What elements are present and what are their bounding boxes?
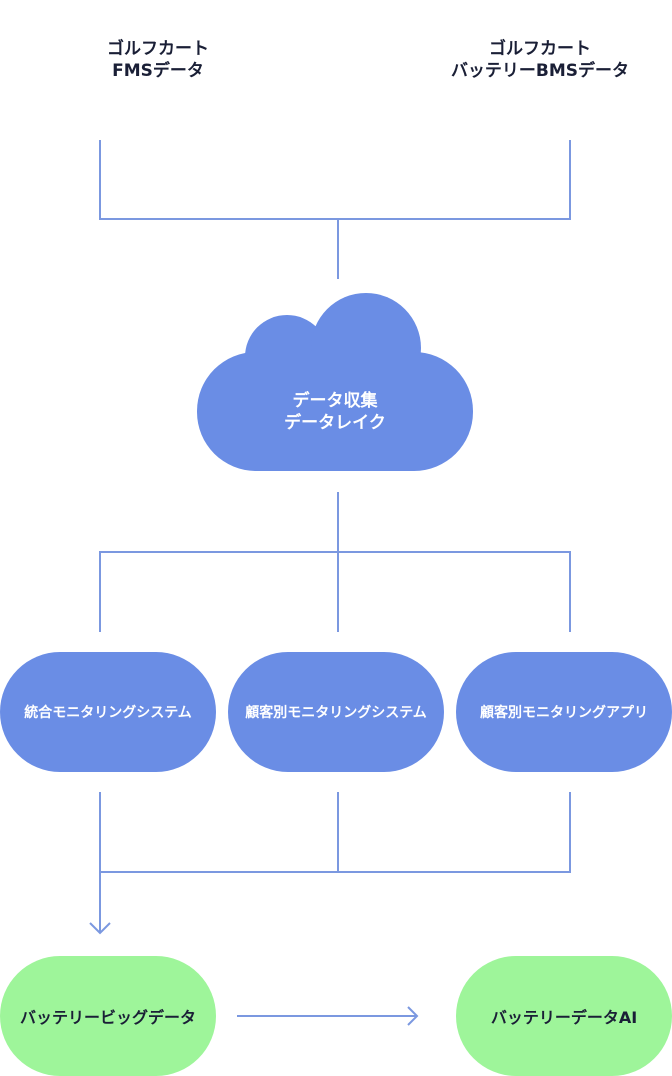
source-fms-line2: FMSデータ [112,61,204,81]
source-bms: ゴルフカート バッテリーBMSデータ [395,38,672,82]
system-customer-app: 顧客別モニタリングアプリ [456,652,672,772]
source-bms-line2: バッテリーBMSデータ [450,61,630,81]
data-lake-line1: データ収集 [292,391,378,411]
source-fms: ゴルフカート FMSデータ [40,38,276,82]
data-lake-label: データ収集 データレイク [190,390,480,434]
system-customer-monitoring: 顧客別モニタリングシステム [228,652,444,772]
output-battery-big-data: バッテリービッグデータ [0,956,216,1076]
arrowhead-right [407,1006,419,1026]
source-bms-line1: ゴルフカート [489,39,591,59]
output-battery-data-ai: バッテリーデータAI [456,956,672,1076]
data-lake-line2: データレイク [284,413,386,433]
system-integrated-monitoring: 統合モニタリングシステム [0,652,216,772]
source-fms-line1: ゴルフカート [107,39,209,59]
data-lake-cloud [197,293,473,471]
arrowhead-down [89,922,111,935]
